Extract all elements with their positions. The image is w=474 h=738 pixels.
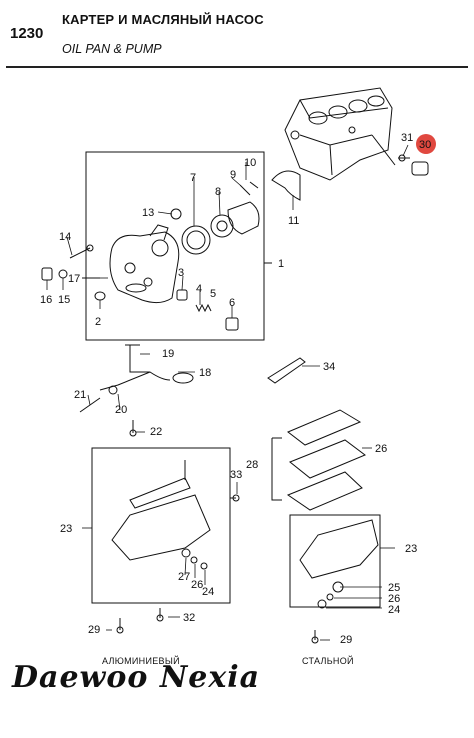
aluminum-pan-box <box>91 447 231 604</box>
callout-23-aluminum: 23 <box>60 523 72 535</box>
pan-gasket-upper <box>287 409 362 446</box>
callout-23-steel: 23 <box>405 543 417 555</box>
aluminum-oil-pan <box>111 494 211 561</box>
callout-4: 4 <box>196 283 202 295</box>
sealant-tube-part-34 <box>267 357 306 384</box>
section-code: 1230 <box>10 25 44 42</box>
callout-15: 15 <box>58 294 70 306</box>
callout-20: 20 <box>115 404 127 416</box>
oil-pump-group-box <box>85 151 265 341</box>
callout-27: 27 <box>178 571 190 583</box>
callout-32: 32 <box>183 612 195 624</box>
callout-22: 22 <box>150 426 162 438</box>
callout-14: 14 <box>59 231 71 243</box>
callout-19: 19 <box>162 348 174 360</box>
steel-pan-box <box>289 514 381 608</box>
inner-gear-part-8 <box>210 214 234 238</box>
callout-6: 6 <box>229 297 235 309</box>
callout-33: 33 <box>230 469 242 481</box>
callout-26-steel: 26 <box>388 593 400 605</box>
callout-24-aluminum: 24 <box>202 586 214 598</box>
callout-1: 1 <box>278 258 284 270</box>
callout-29-steel: 29 <box>340 634 352 646</box>
callout-5: 5 <box>210 288 216 300</box>
caption-aluminum: АЛЮМИНИЕВЫЙ <box>102 656 180 666</box>
filter-cap-part-30 <box>411 161 429 176</box>
callout-16: 16 <box>40 294 52 306</box>
callout-28: 28 <box>246 459 258 471</box>
callout-25: 25 <box>388 582 400 594</box>
caption-steel: СТАЛЬНОЙ <box>302 656 354 666</box>
callout-31: 31 <box>401 132 413 144</box>
callout-34: 34 <box>323 361 335 373</box>
callout-8: 8 <box>215 186 221 198</box>
title-english: OIL PAN & PUMP <box>62 42 162 56</box>
steel-oil-pan <box>299 519 379 579</box>
callout-29-aluminum: 29 <box>88 624 100 636</box>
pump-cover <box>227 201 260 235</box>
callout-17: 17 <box>68 273 80 285</box>
callout-9: 9 <box>230 169 236 181</box>
callout-21: 21 <box>74 389 86 401</box>
callout-30: 30 <box>419 139 431 151</box>
header-rule <box>6 66 468 68</box>
callout-10: 10 <box>244 157 256 169</box>
brand-logo: Daewoo Nexia <box>12 660 261 695</box>
callout-24-steel: 24 <box>388 604 400 616</box>
seal-part-11 <box>271 170 301 201</box>
title-russian: КАРТЕР И МАСЛЯНЫЙ НАСОС <box>62 12 264 27</box>
callout-7: 7 <box>190 172 196 184</box>
engine-block <box>284 87 396 181</box>
callout-2: 2 <box>95 316 101 328</box>
oil-pump-housing <box>109 224 180 304</box>
callout-26-gasket: 26 <box>375 443 387 455</box>
callout-13: 13 <box>142 207 154 219</box>
outer-gear-part-7 <box>181 225 211 255</box>
callout-11: 11 <box>288 215 299 227</box>
callout-26-aluminum: 26 <box>191 579 203 591</box>
callout-3: 3 <box>178 267 184 279</box>
callout-18: 18 <box>199 367 211 379</box>
highlight-badge-30 <box>416 134 436 154</box>
